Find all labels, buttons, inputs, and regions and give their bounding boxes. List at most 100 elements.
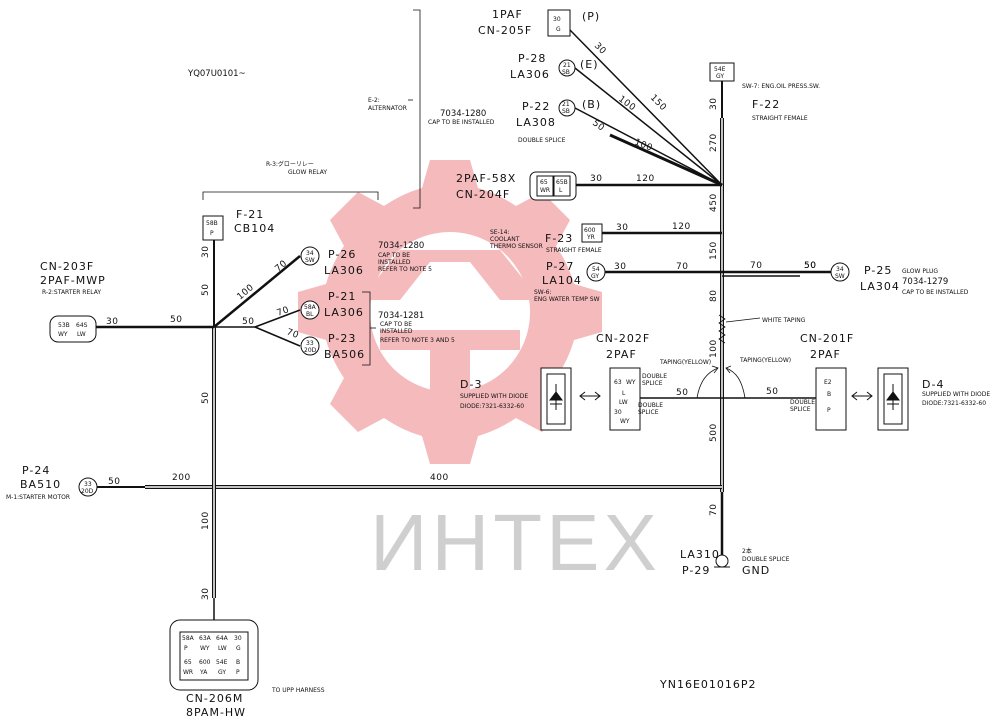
cn201f-splice: DOUBLE xyxy=(790,399,815,406)
cap1280-note: CAP TO BE INSTALLED xyxy=(428,119,495,126)
p29-name: LA310 xyxy=(680,548,720,561)
watermark-text: ИНТЕХ xyxy=(370,498,661,587)
cn202f-splice2b: SPLICE xyxy=(638,409,659,416)
d3-desc: SUPPLIED WITH DIODE xyxy=(460,393,528,400)
p24-pin-2: 20D xyxy=(81,488,94,495)
len-v4: 150 xyxy=(709,241,719,260)
cn204f-name: CN-204F xyxy=(456,188,510,201)
footer-code: YN16E01016P2 xyxy=(659,678,757,691)
p27-name: LA104 xyxy=(542,274,582,287)
cn203f-name: CN-203F xyxy=(40,260,94,273)
cn205f-code: 1PAF xyxy=(492,8,523,21)
p28-pin-1: 21 xyxy=(563,62,571,69)
cn206m-pin-r1c2: 63A xyxy=(199,635,212,642)
d3-part: DIODE:7321-6332-60 xyxy=(460,403,524,410)
p28-tag: (E) xyxy=(580,58,599,71)
len-b3: 400 xyxy=(430,473,449,483)
cap1281-note2: INSTALLED xyxy=(380,328,413,335)
p27-code: P-27 xyxy=(546,260,574,273)
p21-name: LA306 xyxy=(324,306,364,319)
len-l10: 30 xyxy=(614,262,626,272)
cn206m-pin-r4c4: P xyxy=(236,669,240,676)
cn203f-pin-3: 64S xyxy=(76,322,88,329)
len-v9: 50 xyxy=(676,388,688,398)
cn206m-pin-r3c4: B xyxy=(236,659,240,666)
d4-code: D-4 xyxy=(922,378,944,391)
cn202f-pin-3: L xyxy=(622,390,626,397)
sw7-desc: SW-7: ENG.OIL PRESS.SW. xyxy=(742,83,820,90)
double-arrow-icons xyxy=(579,391,873,401)
cn205f-pin-1: 30 xyxy=(553,16,561,23)
p27-desc2: ENG WATER TEMP SW xyxy=(534,296,600,303)
f21-pin-2: P xyxy=(210,230,214,237)
cn203f-code: 2PAF-MWP xyxy=(40,274,106,287)
len-b5: 100 xyxy=(201,511,211,530)
len-b1: 50 xyxy=(108,477,120,487)
brace-marks xyxy=(202,9,421,366)
cn202f-splice1: DOUBLE xyxy=(642,373,667,380)
p27-desc1: SW-6: xyxy=(534,289,552,296)
watermark-gear-logo xyxy=(298,160,602,464)
p21-code: P-21 xyxy=(328,290,356,303)
f21-code: F-21 xyxy=(236,208,264,221)
p28-code: P-28 xyxy=(518,52,546,65)
cn203f-pin-1: 53B xyxy=(58,322,70,329)
d4-part: DIODE:7321-6332-60 xyxy=(922,400,986,407)
cn201f-pin-2: B xyxy=(827,391,831,398)
cn206m-pin-r1c3: 64A xyxy=(216,635,229,642)
p23-code: P-23 xyxy=(328,332,356,345)
len-b6: 30 xyxy=(201,588,211,600)
cn206m-pin-r3c2: 600 xyxy=(199,659,211,666)
cn206m-pin-r3c1: 65 xyxy=(184,659,192,666)
cn206m-pin-r2c1: P xyxy=(184,645,188,652)
f21-name: CB104 xyxy=(234,222,275,235)
p25-desc: GLOW PLUG xyxy=(902,268,938,275)
cn202f-pin-5: 30 xyxy=(614,409,622,416)
len-a2: 50 xyxy=(170,315,182,325)
len-b2: 200 xyxy=(172,473,191,483)
p26-code: P-26 xyxy=(328,248,356,261)
len-l13: 50 xyxy=(804,261,816,271)
cn206m-name: CN-206M xyxy=(186,692,243,705)
cn206m-pin-r2c3: LW xyxy=(218,645,227,652)
taping-yellow-left: TAPING(YELLOW) xyxy=(659,359,711,366)
p26-pin-2: SW xyxy=(305,257,315,264)
se14-pin-1: 600 xyxy=(584,227,596,234)
cn202f-splice2: DOUBLE xyxy=(638,402,663,409)
cn203f-desc: R-2:STARTER RELAY xyxy=(42,289,101,296)
len-v2: 270 xyxy=(709,133,719,152)
cn202f-pin-6: WY xyxy=(620,418,630,425)
cn206m-pin-r2c2: WY xyxy=(200,645,210,652)
p22-name: LA308 xyxy=(516,116,556,129)
p23-name: BA506 xyxy=(324,348,365,361)
len-a7: 70 xyxy=(276,305,291,319)
cn204f-pin-3: 65B xyxy=(556,179,568,186)
p23-pin-2: 20D xyxy=(304,347,317,354)
p29-code: P-29 xyxy=(682,564,710,577)
cn201f-pin-1: E2 xyxy=(824,379,832,386)
cn206m-pin-r4c1: WR xyxy=(183,669,193,676)
p21-pin-2: BL xyxy=(306,311,314,318)
p26-part: 7034-1280 xyxy=(378,241,424,251)
cn205f-pin-2: G xyxy=(556,26,561,33)
p29-gnd: GND xyxy=(742,564,770,577)
len-v3: 450 xyxy=(709,193,719,212)
cn203f-pin-2: WY xyxy=(58,331,68,338)
double-splice-top: DOUBLE SPLICE xyxy=(518,137,566,144)
connector-symbols xyxy=(49,9,909,691)
cn204f-pin-4: L xyxy=(559,187,563,194)
cn206m-pin-r4c3: GY xyxy=(218,669,226,676)
len-v7: 500 xyxy=(709,423,719,442)
p27-pin-2: GY xyxy=(591,273,599,280)
cn206m-pin-r1c4: 30 xyxy=(234,635,242,642)
p29-label2: DOUBLE SPLICE xyxy=(742,556,790,563)
p26-pin-1: 34 xyxy=(306,250,314,257)
cn206m-pin-r3c3: 54E xyxy=(216,659,228,666)
p26-note2: INSTALLED xyxy=(378,259,411,266)
se14-line3: THERMO SENSOR xyxy=(489,243,543,250)
e2-line1: E-2: xyxy=(368,97,380,104)
sw7-note: STRAIGHT FEMALE xyxy=(752,115,808,122)
e2-line2: ALTERNATOR xyxy=(368,105,407,112)
